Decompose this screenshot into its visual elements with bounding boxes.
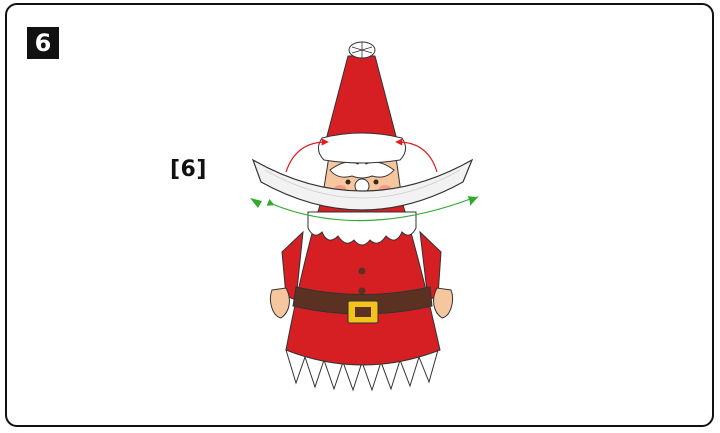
- santa-hat-icon: [318, 42, 405, 163]
- hat-brim-icon: [318, 133, 405, 163]
